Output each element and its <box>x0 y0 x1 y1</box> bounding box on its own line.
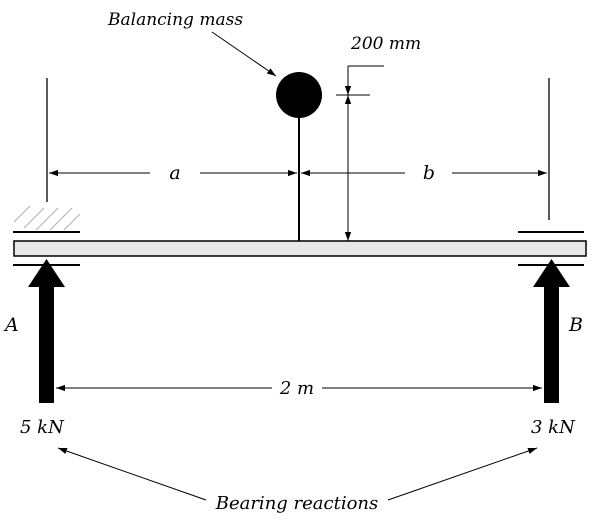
dim-a-label: a <box>169 162 180 184</box>
wall-hatch <box>13 205 81 231</box>
balancing-mass-circle <box>276 72 322 118</box>
leader-balancing-mass <box>211 31 277 77</box>
radius-dimension-label: 200 mm <box>350 34 421 54</box>
reaction-b-label: 3 kN <box>531 417 576 438</box>
reaction-arrow-a <box>28 259 65 403</box>
span-label: 2 m <box>279 378 314 399</box>
support-b-label: B <box>568 314 583 336</box>
leader-bearing-a <box>57 447 207 501</box>
reaction-arrow-b <box>533 259 570 403</box>
support-a-label: A <box>3 314 19 336</box>
dim-b-label: b <box>423 162 435 184</box>
leader-bearing-b <box>387 447 538 501</box>
bearing-reactions-label: Bearing reactions <box>215 493 379 514</box>
balancing-mass-label: Balancing mass <box>107 10 243 30</box>
reaction-a-label: 5 kN <box>20 417 65 438</box>
beam <box>13 240 587 257</box>
